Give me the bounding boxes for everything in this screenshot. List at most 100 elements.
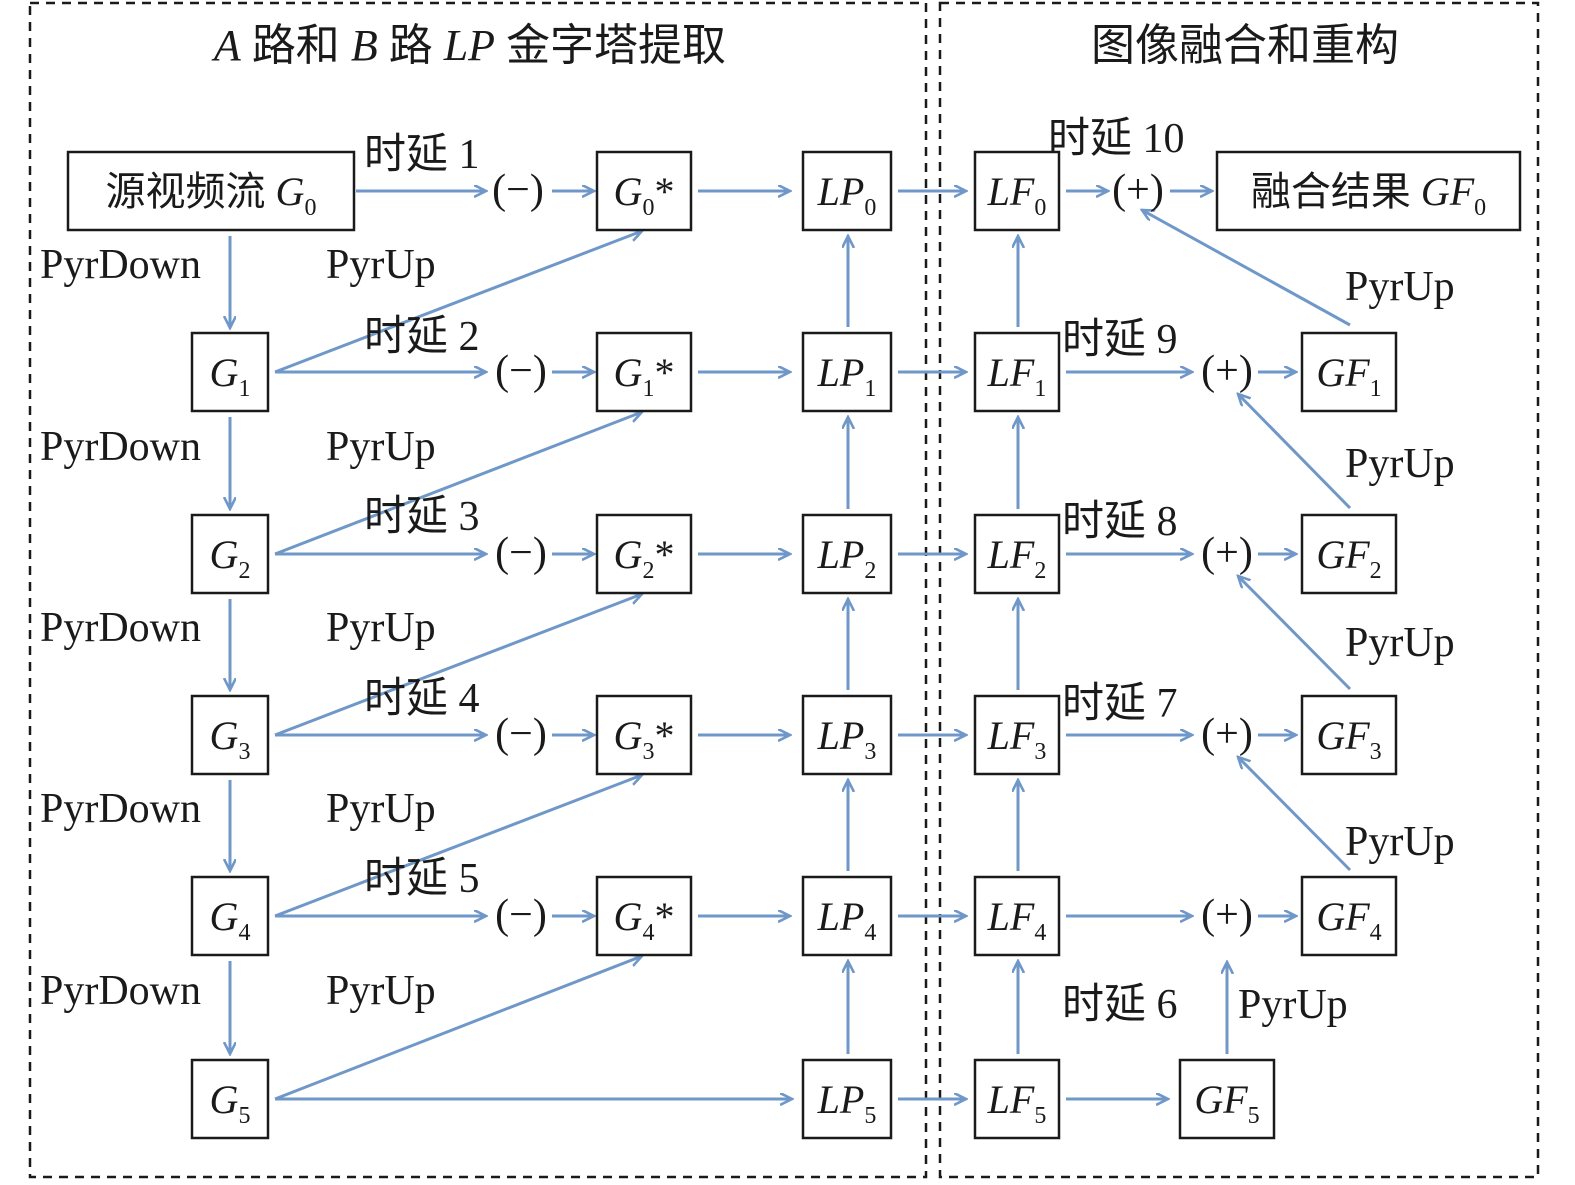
node-source-label: 源视频流 G0: [106, 169, 317, 221]
pyrup-right-label-3: PyrUp: [1345, 819, 1455, 865]
delay-label-right-1: 时延 9: [1062, 317, 1178, 363]
minus-op-0: (−): [492, 167, 544, 213]
pyrup-label-gf5: PyrUp: [1238, 982, 1348, 1028]
node-g3-label: G3: [210, 713, 251, 765]
delay-label-5: 时延 5: [364, 856, 480, 902]
node-gf3-box: [1300, 694, 1398, 776]
arrows-layer: [230, 191, 1352, 1099]
node-lp1-box: [801, 331, 893, 413]
node-gstar4-label: G4*: [614, 894, 675, 946]
node-g4-label: G4: [210, 894, 251, 946]
right-section-frame: [938, 1, 1540, 1179]
left-section-frame: [28, 1, 928, 1179]
delay-label-2: 时延 2: [364, 314, 480, 360]
node-gstar3-label: G3*: [614, 713, 675, 765]
node-lf5-label: LF5: [987, 1077, 1047, 1129]
node-gf1-label: GF1: [1316, 350, 1381, 402]
node-g1-label: G1: [210, 350, 251, 402]
pyrup-left-label-4: PyrUp: [326, 968, 436, 1014]
node-lp5-label: LP5: [817, 1077, 877, 1129]
arrow-pyrup-left-3: [274, 775, 642, 918]
node-gf4-label: GF4: [1316, 894, 1381, 946]
node-g2-label: G2: [210, 532, 251, 584]
node-gstar4-box: [595, 875, 693, 957]
arrow-pyrup-left-1: [274, 412, 642, 556]
plus-op-0: (+): [1112, 167, 1164, 213]
minus-op-4: (−): [495, 892, 547, 938]
node-lf5-box: [973, 1058, 1061, 1140]
arrow-pyrup-right-0: [1142, 210, 1351, 327]
pyrup-right-label-1: PyrUp: [1345, 441, 1455, 487]
minus-op-1: (−): [495, 348, 547, 394]
node-lp0-box: [801, 150, 893, 232]
pyrup-left-label-2: PyrUp: [326, 605, 436, 651]
plus-op-2: (+): [1201, 530, 1253, 576]
node-lp1-label: LP1: [817, 350, 877, 402]
pyrup-right-label-2: PyrUp: [1345, 620, 1455, 666]
pyrdown-label-1: PyrDown: [40, 424, 201, 470]
boxes-layer: [66, 150, 1522, 1140]
node-lf2-label: LF2: [987, 532, 1047, 584]
node-gf5-label: GF5: [1194, 1077, 1259, 1129]
plus-op-4: (+): [1201, 892, 1253, 938]
node-source-box: [66, 150, 356, 232]
delay-label-3: 时延 3: [364, 494, 480, 540]
arrow-pyrup-right-1: [1238, 394, 1352, 510]
pyrup-left-label-3: PyrUp: [326, 786, 436, 832]
node-gf4-box: [1300, 875, 1398, 957]
arrow-pyrup-left-0: [274, 231, 642, 374]
minus-op-3: (−): [495, 711, 547, 757]
node-gstar1-label: G1*: [614, 350, 675, 402]
node-gstar2-label: G2*: [614, 532, 675, 584]
delay-label-6: 时延 6: [1062, 982, 1178, 1028]
pyrdown-label-0: PyrDown: [40, 242, 201, 288]
labels-layer: 源视频流 G0G1G2G3G4G5PyrDownPyrDownPyrDownPy…: [40, 116, 1486, 1129]
node-lf0-box: [973, 150, 1061, 232]
pyrdown-label-4: PyrDown: [40, 968, 201, 1014]
node-lf1-label: LF1: [987, 350, 1047, 402]
delay-label-4: 时延 4: [364, 676, 480, 722]
right-section-title: 图像融合和重构: [1091, 21, 1399, 70]
node-gf3-label: GF3: [1316, 713, 1381, 765]
node-gstar2-box: [595, 513, 693, 595]
node-lf3-label: LF3: [987, 713, 1047, 765]
pyrdown-label-3: PyrDown: [40, 786, 201, 832]
node-lp5-box: [801, 1058, 893, 1140]
node-lf4-box: [973, 875, 1061, 957]
node-gstar0-label: G0*: [614, 169, 675, 221]
node-lf2-box: [973, 513, 1061, 595]
node-g3-box: [190, 694, 270, 776]
pyrdown-label-2: PyrDown: [40, 605, 201, 651]
node-lp4-box: [801, 875, 893, 957]
node-gf2-label: GF2: [1316, 532, 1381, 584]
delay-label-right-3: 时延 7: [1062, 681, 1178, 727]
node-g5-box: [190, 1058, 270, 1140]
delay-label-right-2: 时延 8: [1062, 499, 1178, 545]
node-g2-box: [190, 513, 270, 595]
node-lp3-label: LP3: [817, 713, 877, 765]
pyrup-left-label-1: PyrUp: [326, 424, 436, 470]
node-lp2-box: [801, 513, 893, 595]
node-lp2-label: LP2: [817, 532, 877, 584]
node-lf4-label: LF4: [987, 894, 1047, 946]
plus-op-3: (+): [1201, 711, 1253, 757]
node-g1-box: [190, 331, 270, 413]
node-result-box: [1215, 150, 1522, 232]
node-gstar1-box: [595, 331, 693, 413]
node-gf2-box: [1300, 513, 1398, 595]
pyrup-right-label-0: PyrUp: [1345, 264, 1455, 310]
delay-label-1: 时延 1: [364, 132, 480, 178]
node-lf1-box: [973, 331, 1061, 413]
node-g4-box: [190, 875, 270, 957]
node-lp3-box: [801, 694, 893, 776]
node-result-label: 融合结果 GF0: [1251, 169, 1486, 221]
arrow-pyrup-right-3: [1238, 757, 1352, 872]
node-lf3-box: [973, 694, 1061, 776]
minus-op-2: (−): [495, 530, 547, 576]
node-g5-label: G5: [210, 1077, 251, 1129]
node-gstar3-box: [595, 694, 693, 776]
node-gf1-box: [1300, 331, 1398, 413]
plus-op-1: (+): [1201, 348, 1253, 394]
arrow-pyrup-left-2: [274, 594, 642, 737]
